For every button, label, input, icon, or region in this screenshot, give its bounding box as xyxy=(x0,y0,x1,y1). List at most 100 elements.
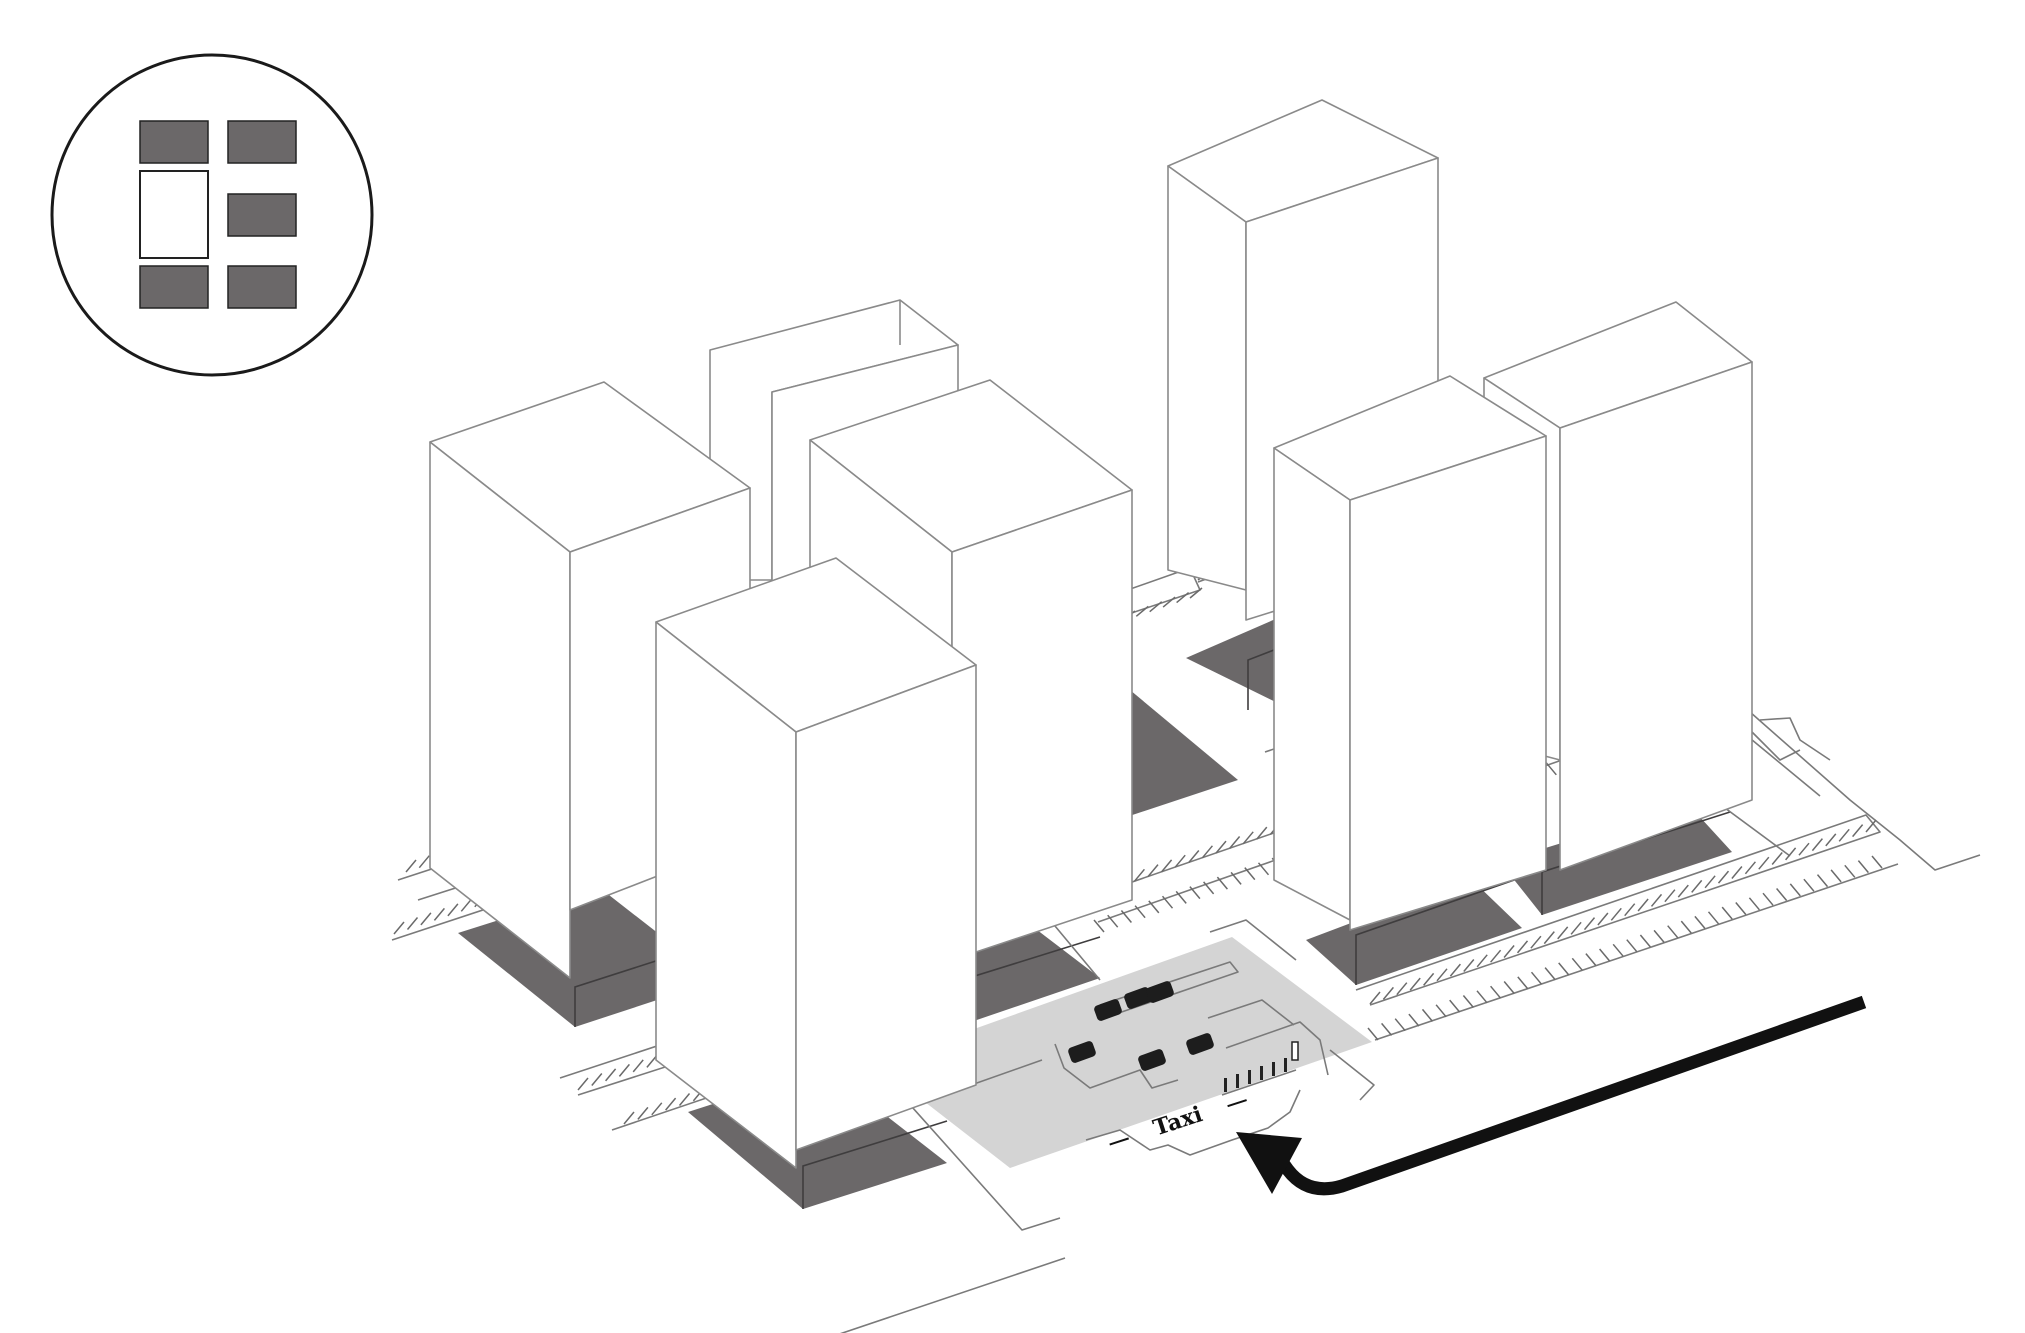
legend-block xyxy=(139,120,209,164)
parking-stall-line xyxy=(1597,912,1609,926)
parking-stall-line xyxy=(1161,859,1173,873)
parking-stall-line xyxy=(1503,981,1515,994)
parking-stall-line xyxy=(1188,850,1200,863)
parking-stall-line xyxy=(1789,883,1801,897)
parking-stall-line xyxy=(1369,991,1381,1005)
parking-stall-line xyxy=(1381,1022,1393,1036)
parking-stall-line xyxy=(1544,967,1556,981)
parking-stall-line xyxy=(577,1077,589,1091)
parking-stall-line xyxy=(1517,976,1529,990)
parking-stall-line xyxy=(1653,929,1665,943)
parking-stall-line xyxy=(405,859,417,873)
parking-stall-line xyxy=(447,903,459,917)
parking-stall-line xyxy=(420,912,432,926)
parking-stall-line xyxy=(1409,977,1421,991)
parking-stall-line xyxy=(418,855,430,869)
taxi-car xyxy=(1094,999,1122,1021)
parking-stall-line xyxy=(637,1106,649,1120)
parking-stall-line xyxy=(1803,878,1815,892)
parking-stall-line xyxy=(1490,949,1502,963)
parking-stall-line xyxy=(1203,881,1215,895)
parking-stall-line xyxy=(433,907,445,921)
parking-stall-line xyxy=(1174,854,1186,868)
parking-stall-line xyxy=(1758,856,1770,870)
parking-stall-line xyxy=(1825,833,1837,847)
parking-stall-line xyxy=(1408,1013,1420,1027)
parking-stall-line xyxy=(1557,926,1569,940)
parking-stall-line xyxy=(1624,903,1636,917)
parking-stall-line xyxy=(1503,945,1515,958)
parking-stall-line xyxy=(1717,870,1730,884)
parking-stall-line xyxy=(1242,831,1254,845)
parking-stall-line xyxy=(1707,911,1720,925)
parking-stall-line xyxy=(1201,845,1213,859)
parking-stall-line xyxy=(1476,954,1488,968)
parking-stall-line xyxy=(1161,895,1174,909)
parking-stall-line xyxy=(1771,852,1783,865)
parking-stall-line xyxy=(1776,888,1788,901)
parking-stall-line xyxy=(1865,819,1877,833)
parking-stall-line xyxy=(1189,587,1203,599)
taxi-car xyxy=(1138,1049,1166,1071)
parking-stall-line xyxy=(1463,959,1475,972)
parking-stall-line xyxy=(1367,1027,1379,1041)
parking-stall-line xyxy=(1175,890,1187,904)
parking-stall-line xyxy=(651,1102,663,1116)
parking-stall-line xyxy=(1626,939,1638,953)
parking-stall-line xyxy=(1704,875,1716,889)
parking-stall-line xyxy=(1120,910,1132,923)
parking-stall-line xyxy=(1107,914,1119,928)
parking-stall-line xyxy=(1230,871,1242,885)
parking-stall-line xyxy=(1612,943,1624,957)
parking-stall-line xyxy=(1462,995,1474,1008)
parking-stall-line xyxy=(1785,847,1797,861)
legend-block xyxy=(227,120,297,164)
parking-stall-line xyxy=(1852,824,1864,838)
parking-stall-line xyxy=(1530,935,1542,949)
parking-stall-line xyxy=(1149,601,1163,613)
site-plan-legend xyxy=(50,53,374,377)
arrow-icon xyxy=(1236,995,1867,1196)
parking-stall-line xyxy=(591,1073,603,1086)
buildings xyxy=(429,99,1753,1169)
parking-stall-line xyxy=(1639,934,1651,948)
parking-stall-line xyxy=(1133,868,1145,882)
parking-stall-line xyxy=(1721,906,1733,920)
taxi-car xyxy=(1186,1033,1214,1055)
parking-stall-line xyxy=(1694,915,1706,929)
parking-stall-line xyxy=(1830,869,1842,883)
parking-stall-line xyxy=(1677,884,1689,898)
parking-stall-line xyxy=(1731,866,1743,879)
parking-stall-line xyxy=(1691,879,1703,893)
parking-stall-line xyxy=(1256,826,1268,840)
legend-block-outlined xyxy=(139,170,209,259)
parking-stall-line xyxy=(1135,605,1149,617)
parking-stall-line xyxy=(1382,986,1394,1000)
parking-stall-line xyxy=(1571,957,1583,971)
parking-stall-line xyxy=(1449,963,1461,977)
parking-stall-line xyxy=(1735,902,1747,915)
parking-stall-line xyxy=(1134,905,1146,919)
taxi-plaza xyxy=(876,937,1372,1168)
legend-block xyxy=(227,193,297,237)
parking-stall-line xyxy=(1570,921,1582,935)
parking-stall-line xyxy=(1093,919,1105,933)
parking-stall-line xyxy=(1857,860,1869,874)
parking-stall-line xyxy=(1816,874,1829,888)
parking-stall-line xyxy=(1436,968,1448,982)
parking-stall-line xyxy=(665,1097,677,1111)
parking-stall-line xyxy=(632,1059,644,1073)
parking-stall-line xyxy=(1176,592,1190,604)
parking-stall-line xyxy=(460,898,472,912)
parking-stall-line xyxy=(1490,985,1502,999)
parking-stall-line xyxy=(1189,886,1201,900)
parking-stall-line xyxy=(406,917,419,930)
legend-block xyxy=(227,265,297,309)
parking-stall-line xyxy=(1215,840,1227,854)
parking-stall-line xyxy=(1798,842,1810,856)
parking-stall-line xyxy=(1844,864,1856,878)
parking-stall-line xyxy=(1476,990,1488,1004)
parking-stall-line xyxy=(1637,898,1649,912)
parking-stall-line xyxy=(1449,999,1461,1013)
parking-stall-line xyxy=(1838,828,1850,842)
